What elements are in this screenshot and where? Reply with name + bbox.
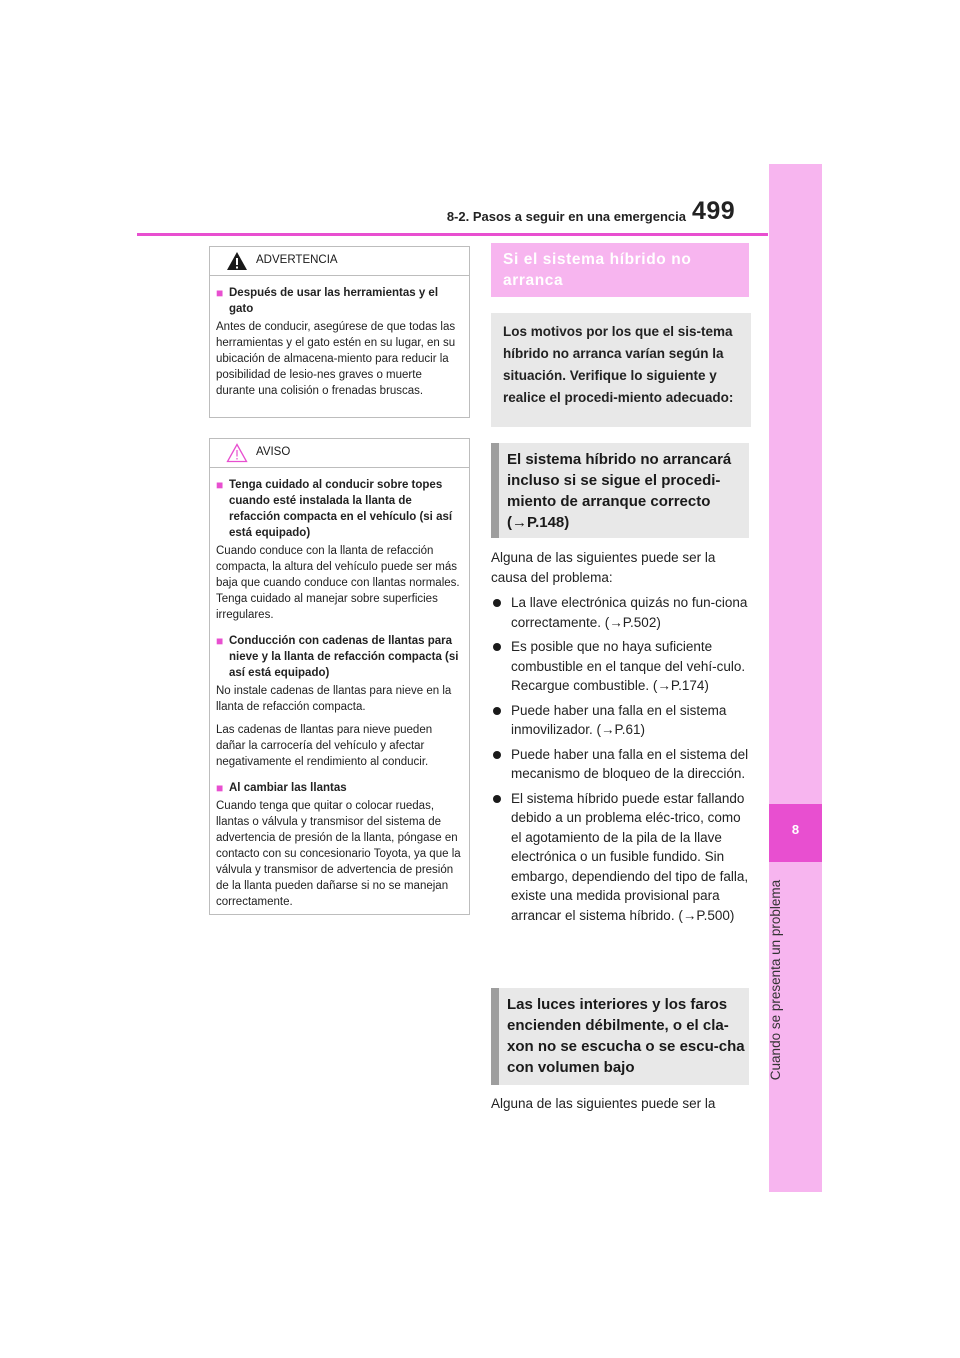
list-item: Puede haber una falla en el sistema inmo…	[491, 701, 753, 740]
subsection-2-lead: Alguna de las siguientes puede ser la	[491, 1096, 716, 1111]
square-bullet-icon: ■	[216, 781, 224, 795]
subsection-1-lead: Alguna de las siguientes puede ser la ca…	[491, 550, 716, 585]
subsection-heading-2-text: Las luces interiores y los faros enciend…	[507, 996, 745, 1076]
warning-triangle-icon	[227, 252, 247, 270]
main-section-heading: Si el sistema híbrido no arranca	[491, 243, 749, 297]
intro-box: Los motivos por los que el sis-tema híbr…	[491, 313, 751, 427]
list-item: Es posible que no haya suficiente combus…	[491, 637, 753, 696]
bullet-dot-icon	[493, 750, 501, 759]
bullet-dot-icon	[493, 706, 501, 715]
caution-triangle-icon	[226, 443, 248, 463]
bullet-dot-icon	[493, 643, 501, 651]
notice-box: AVISO ■ Tenga cuidado al conducir sobre …	[209, 438, 470, 915]
notice-item-heading: ■ Al cambiar las llantas	[216, 781, 347, 795]
page-number: 499	[692, 197, 736, 225]
list-item: La llave electrónica quizás no fun-ciona…	[491, 593, 753, 632]
list-item: El sistema híbrido puede estar fallando …	[491, 789, 753, 926]
subsection-heading-1: El sistema híbrido no arrancará incluso …	[491, 443, 749, 538]
warning-box-title: ADVERTENCIA	[256, 254, 338, 266]
main-section-heading-text: Si el sistema híbrido no arranca	[503, 251, 692, 289]
subsection-heading-1-text: El sistema híbrido no arrancará incluso …	[507, 451, 732, 531]
list-item: Puede haber una falla en el sistema del …	[491, 745, 753, 784]
notice-item-heading: ■ Conducción con cadenas de llantas para…	[216, 634, 459, 679]
warning-item-paragraph: Antes de conducir, asegúrese de que toda…	[216, 321, 456, 397]
notice-item-paragraph: Cuando conduce con la llanta de refacció…	[216, 545, 460, 621]
notice-item-paragraph: Cuando tenga que quitar o colocar ruedas…	[216, 800, 461, 908]
chapter-number: 8	[791, 822, 800, 837]
header-rule	[137, 233, 768, 236]
notice-item-paragraph: Las cadenas de llantas para nieve pueden…	[216, 724, 433, 768]
subsection-heading-2: Las luces interiores y los faros enciend…	[491, 988, 749, 1085]
warning-box-header: ADVERTENCIA	[210, 247, 469, 276]
list-item-extra: Recargue combustible. (→P.174)	[511, 678, 709, 693]
section-reference: 8-2. Pasos a seguir en una emergencia	[446, 209, 686, 224]
square-bullet-icon: ■	[216, 634, 224, 648]
intro-text: Los motivos por los que el sis-tema híbr…	[503, 324, 734, 405]
chapter-number-box	[769, 804, 822, 862]
warning-item-heading: ■ Después de usar las herramientas y el …	[216, 286, 439, 315]
notice-item-heading: ■ Tenga cuidado al conducir sobre topes …	[216, 478, 453, 539]
notice-box-title: AVISO	[256, 446, 291, 458]
warning-box-body: ■ Después de usar las herramientas y el …	[216, 283, 461, 406]
square-bullet-icon: ■	[216, 478, 224, 492]
warning-box: ADVERTENCIA ■ Después de usar las herram…	[209, 246, 470, 418]
chapter-side-tab	[769, 164, 822, 1192]
notice-item-paragraph: No instale cadenas de llantas para nieve…	[216, 685, 452, 713]
chapter-title: Cuando se presenta un problema	[768, 879, 783, 1081]
subsection-1-content: Alguna de las siguientes puede ser la ca…	[491, 548, 753, 930]
bullet-dot-icon	[493, 599, 501, 607]
notice-box-body: ■ Tenga cuidado al conducir sobre topes …	[216, 475, 461, 917]
notice-box-header: AVISO	[210, 439, 469, 468]
bullet-dot-icon	[493, 794, 501, 803]
square-bullet-icon: ■	[216, 286, 224, 300]
